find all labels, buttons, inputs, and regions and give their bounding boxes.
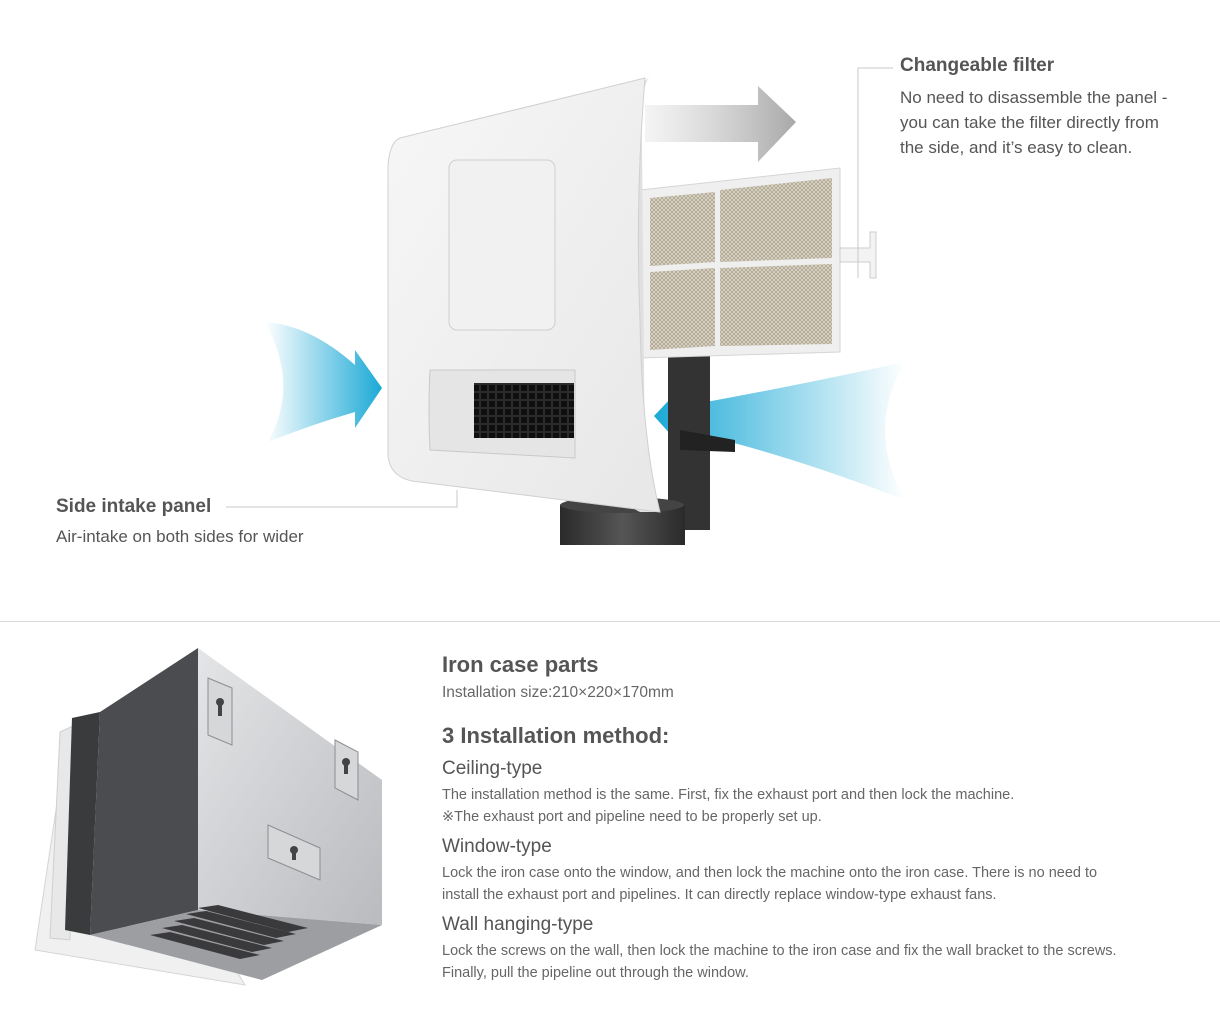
exhaust-arrow-icon <box>645 86 796 162</box>
intake-arrow-left-icon <box>265 322 382 442</box>
filter-leader-line <box>857 67 893 278</box>
fan-product-illustration <box>226 67 905 545</box>
method-wall-title: Wall hanging-type <box>442 914 594 935</box>
method-wall-body: Lock the screws on the wall, then lock t… <box>442 943 1117 981</box>
filter-callout-body: No need to disassemble the panel - you c… <box>900 88 1168 157</box>
installation-size: Installation size:210×220×170mm <box>442 684 674 701</box>
fan-panel <box>387 75 661 513</box>
iron-case-illustration <box>34 648 382 986</box>
iron-case-title: Iron case parts <box>442 652 599 677</box>
intake-arrow-right-icon <box>654 362 905 500</box>
method-window-title: Window-type <box>442 836 552 857</box>
method-ceiling-title: Ceiling-type <box>442 758 543 779</box>
filter-callout-title: Changeable filter <box>900 55 1055 76</box>
intake-callout-title: Side intake panel <box>56 496 212 517</box>
installation-title: 3 Installation method: <box>442 723 670 748</box>
intake-leader-line <box>226 490 458 508</box>
filter-cartridge <box>639 167 877 359</box>
method-window-body: Lock the iron case onto the window, and … <box>442 865 1098 903</box>
section-divider <box>0 621 1220 622</box>
intake-callout-body: Air-intake on both sides for wider <box>56 527 304 546</box>
method-ceiling-body: The installation method is the same. Fir… <box>442 787 1015 825</box>
